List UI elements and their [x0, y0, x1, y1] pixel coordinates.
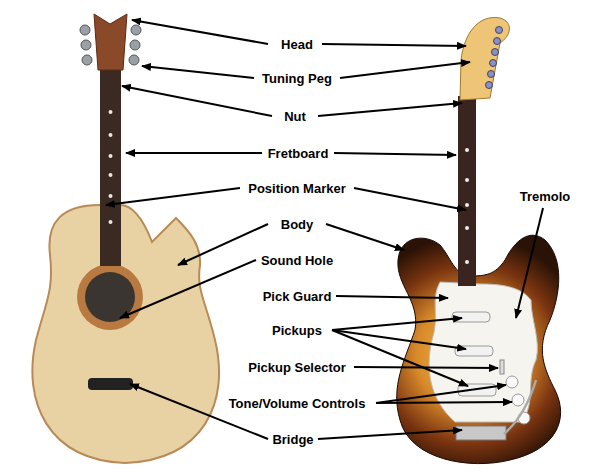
part-label: Bridge: [270, 432, 315, 447]
electric-head: [460, 17, 509, 100]
part-label: Sound Hole: [259, 253, 335, 268]
electric-body: [397, 235, 561, 463]
acoustic-tuners: [80, 25, 141, 65]
part-label: Tremolo: [518, 189, 573, 204]
part-label: Head: [279, 37, 315, 52]
part-label: Position Marker: [246, 181, 348, 196]
acoustic-guitar: [32, 14, 219, 463]
tremolo-arm: [504, 380, 536, 434]
acoustic-bridge: [88, 378, 133, 390]
rosette: [77, 264, 143, 330]
part-label: Pickup Selector: [246, 360, 348, 375]
part-label: Tone/Volume Controls: [227, 396, 368, 411]
electric-bridge: [456, 426, 506, 440]
part-label: Pick Guard: [261, 289, 334, 304]
part-label: Tuning Peg: [260, 71, 334, 86]
pickups: [452, 312, 496, 396]
pick-guard: [429, 282, 537, 422]
acoustic-fretboard: [100, 66, 121, 266]
part-label: Nut: [282, 109, 308, 124]
acoustic-body: [32, 205, 219, 463]
part-label: Pickups: [270, 323, 324, 338]
electric-tuners: [486, 27, 503, 89]
part-label: Fretboard: [266, 146, 331, 161]
position-dots: [465, 148, 469, 264]
part-label: Body: [279, 217, 316, 232]
position-dots: [109, 110, 113, 224]
electric-fretboard: [458, 96, 476, 286]
leader-lines: [106, 20, 543, 439]
acoustic-head: [94, 14, 127, 70]
selector-switch: [500, 360, 504, 374]
